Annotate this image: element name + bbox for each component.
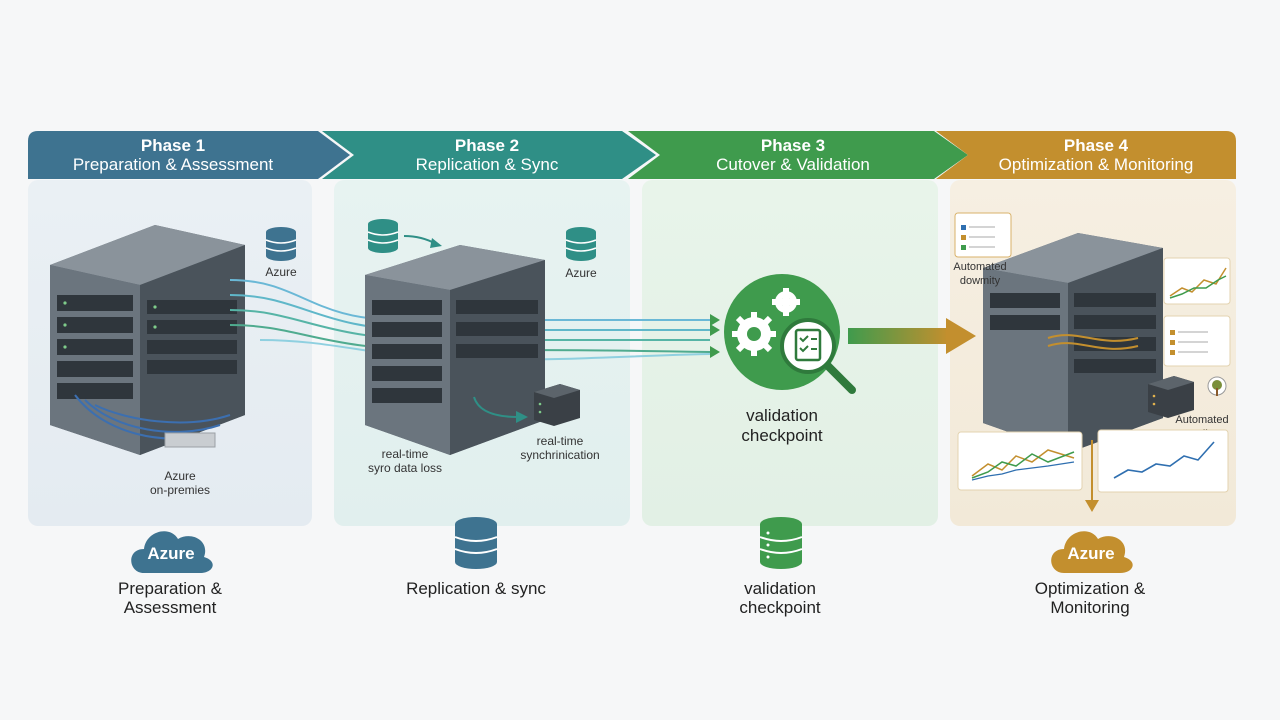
phase-1-arrow-shape	[28, 131, 350, 179]
phase-3-title: Cutover & Validation	[716, 155, 870, 174]
phase-1-title: Preparation & Assessment	[72, 155, 274, 174]
scaling-chart-card	[1097, 429, 1229, 493]
footer-cloud-icon-4	[1051, 531, 1133, 573]
phase-4-arrow-shape	[936, 131, 1236, 179]
footer-caption-1: Preparation & Assessment	[118, 579, 222, 617]
source-database-icon	[367, 219, 399, 253]
azure-database-icon	[265, 227, 297, 261]
optimized-server-rack-icon	[983, 233, 1163, 453]
phase-1-number: Phase 1	[140, 136, 206, 155]
footer-database-icon-3	[759, 517, 803, 569]
metrics-legend-card	[954, 212, 1012, 258]
panel-2-right-label: real-time synchrinication	[520, 434, 600, 462]
cpu-utilization-chart-card	[957, 431, 1083, 491]
phase-2-number: Phase 2	[454, 136, 520, 155]
cutover-arrow-icon	[848, 318, 976, 354]
footer-caption-2: Replication & sync	[406, 579, 546, 598]
panel-1-bottom-label: Azure on-premies	[149, 469, 211, 497]
footer-badge-1: Azure	[147, 544, 195, 563]
scaling-server-icon	[1148, 376, 1194, 418]
footer-badge-4: Azure	[1067, 544, 1115, 563]
arrow-icon	[403, 235, 442, 248]
footer-caption-4: Optimization & Monitoring	[1034, 579, 1146, 617]
footer-caption-3: validation checkpoint	[739, 579, 821, 617]
automated-downtime-label: Automated dowmity	[953, 261, 1007, 287]
tree-icon	[1207, 376, 1227, 396]
footer-database-icon-2	[454, 517, 498, 569]
trend-chart-card-1	[1163, 257, 1231, 305]
phase-2-arrow-shape	[322, 131, 656, 179]
on-premises-server-rack-icon	[50, 225, 245, 455]
phase-3-arrow-shape	[628, 131, 968, 179]
feedback-arrow-icon	[1085, 440, 1099, 512]
validation-checkpoint-label: validation checkpoint	[741, 406, 823, 445]
sync-server-icon	[534, 384, 580, 426]
phase-3-number: Phase 3	[760, 136, 826, 155]
phase-2-title: Replication & Sync	[415, 155, 559, 174]
panel-2-azure-label: Azure	[565, 266, 597, 280]
metrics-list-card	[1163, 315, 1231, 367]
phase-4-title: Optimization & Monitoring	[998, 155, 1194, 174]
panel-2-left-label: real-time syro data loss	[367, 447, 443, 475]
phase-4-number: Phase 4	[1063, 136, 1129, 155]
validation-checkpoint-icon	[724, 274, 856, 394]
sync-arrow-icon	[473, 396, 528, 423]
panel-1-azure-label: Azure	[265, 265, 297, 279]
footer-cloud-icon-1	[131, 531, 213, 573]
azure-target-database-icon	[565, 227, 597, 261]
replication-server-rack-icon	[365, 245, 545, 455]
